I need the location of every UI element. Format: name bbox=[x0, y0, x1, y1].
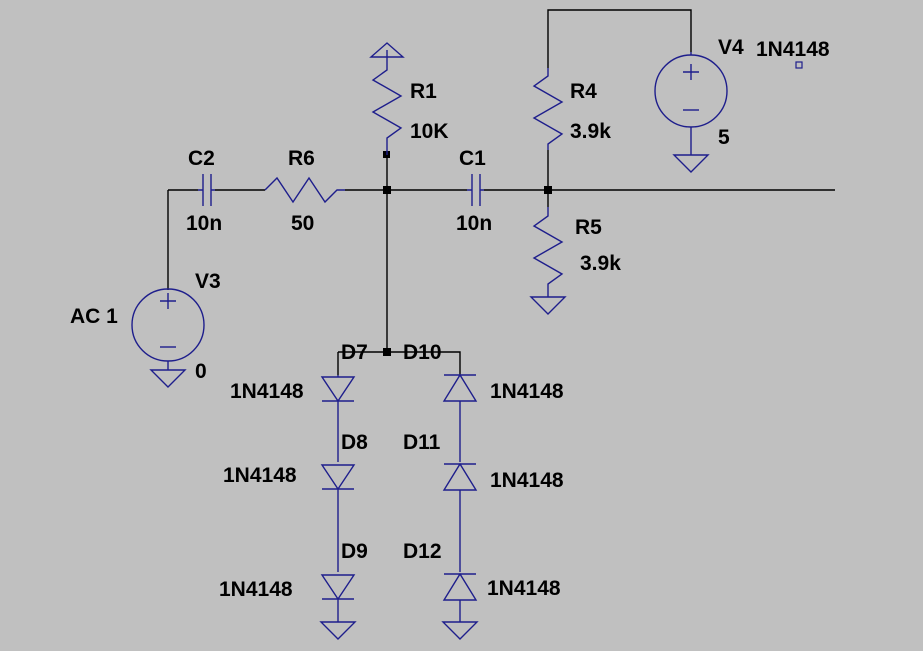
d8-ref-label: D8 bbox=[341, 431, 368, 454]
resistor-r5[interactable] bbox=[532, 207, 564, 297]
r5-value-label: 3.9k bbox=[580, 252, 621, 275]
r5-ref-label: R5 bbox=[575, 216, 602, 239]
c2-ref-label: C2 bbox=[188, 147, 215, 170]
r6-ref-label: R6 bbox=[288, 147, 315, 170]
ground-icon bbox=[441, 621, 479, 640]
diode-d11[interactable] bbox=[442, 462, 478, 572]
d12-ref-label: D12 bbox=[403, 540, 442, 563]
d10-model-label: 1N4148 bbox=[490, 380, 564, 403]
junction-dot bbox=[383, 186, 391, 194]
d9-model-label: 1N4148 bbox=[219, 578, 293, 601]
ground-icon bbox=[319, 621, 357, 640]
r6-value-label: 50 bbox=[291, 212, 314, 235]
junctions bbox=[383, 151, 552, 356]
r1-ref-label: R1 bbox=[410, 80, 437, 103]
d9-ref-label: D9 bbox=[341, 540, 368, 563]
capacitor-c2[interactable] bbox=[198, 174, 215, 206]
d12-model-label: 1N4148 bbox=[487, 577, 561, 600]
ground-icon bbox=[149, 369, 187, 388]
diode-d9[interactable] bbox=[320, 574, 356, 622]
capacitor-c1[interactable] bbox=[467, 174, 484, 206]
d11-ref-label: D11 bbox=[403, 431, 441, 454]
junction-dot bbox=[383, 348, 391, 356]
supply-arrow-icon bbox=[369, 42, 405, 58]
text-anchor-marker bbox=[795, 61, 803, 69]
v4-ref-label: V4 bbox=[718, 36, 744, 59]
diode-d7[interactable] bbox=[320, 375, 356, 462]
voltage-source-v4[interactable] bbox=[654, 52, 728, 155]
diode-d10[interactable] bbox=[442, 373, 478, 462]
resistor-r6[interactable] bbox=[264, 176, 345, 204]
d10-ref-label: D10 bbox=[403, 341, 442, 364]
v4-value-label: 5 bbox=[718, 126, 730, 149]
r4-value-label: 3.9k bbox=[570, 120, 611, 143]
r4-ref-label: R4 bbox=[570, 80, 597, 103]
v3-value-label: 0 bbox=[195, 360, 207, 383]
voltage-source-v3[interactable] bbox=[131, 288, 205, 370]
d7-model-label: 1N4148 bbox=[230, 380, 304, 403]
resistor-r4[interactable] bbox=[532, 68, 564, 150]
r1-value-label: 10K bbox=[410, 120, 449, 143]
c1-value-label: 10n bbox=[456, 212, 492, 235]
c2-value-label: 10n bbox=[186, 212, 222, 235]
ground-icon bbox=[672, 154, 710, 173]
d11-model-label: 1N4148 bbox=[490, 469, 564, 492]
ground-icon bbox=[529, 296, 567, 315]
c1-ref-label: C1 bbox=[459, 147, 486, 170]
d7-ref-label: D7 bbox=[341, 341, 368, 364]
wires bbox=[167, 9, 835, 375]
resistor-r1[interactable] bbox=[371, 57, 403, 155]
v3-source-label: AC 1 bbox=[70, 305, 118, 328]
labels: C2 10n R6 50 R1 10K C1 10n R4 3.9k R5 3.… bbox=[70, 36, 830, 601]
v3-ref-label: V3 bbox=[195, 270, 221, 293]
junction-dot bbox=[544, 186, 552, 194]
diode-d12[interactable] bbox=[442, 572, 478, 622]
diode-d8[interactable] bbox=[320, 464, 356, 572]
d8-model-label: 1N4148 bbox=[223, 464, 297, 487]
v4-extra-label: 1N4148 bbox=[756, 38, 830, 61]
